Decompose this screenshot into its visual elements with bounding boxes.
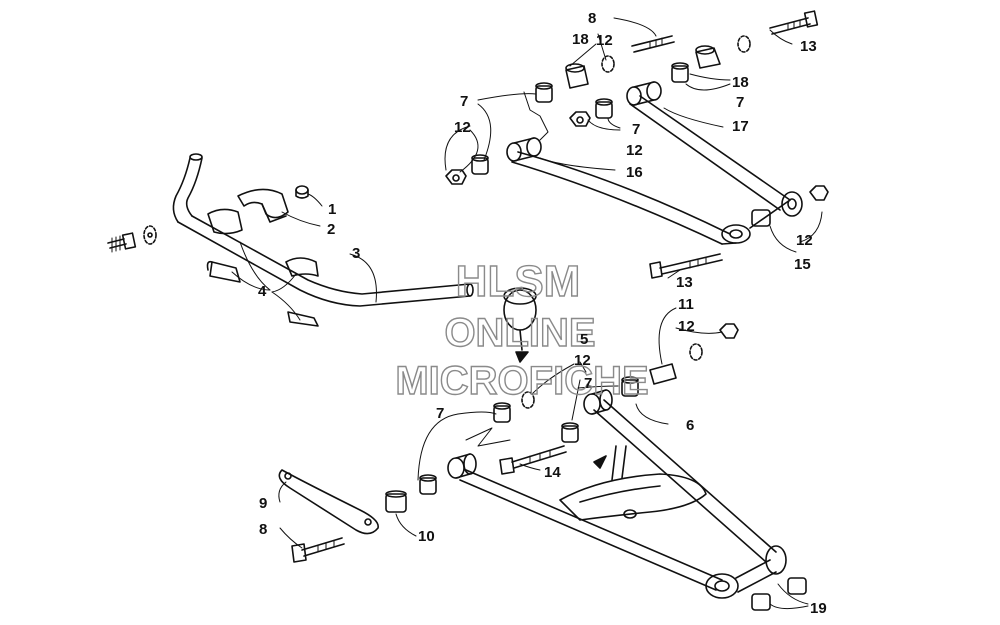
callout-label: 12	[796, 232, 813, 249]
watermark-line2: ONLINE	[444, 311, 595, 355]
callout-label: 10	[418, 528, 435, 545]
callout-label: 8	[259, 521, 267, 538]
callout-label: 6	[686, 417, 694, 434]
callout-label: 7	[460, 93, 468, 110]
callout-label: 7	[436, 405, 444, 422]
upper-a-arm	[506, 81, 803, 245]
left-leaders	[231, 193, 377, 321]
watermark-line1: HLSM	[456, 257, 581, 306]
callout-label: 4	[258, 283, 267, 300]
callout-label: 12	[454, 119, 471, 136]
callout-label: 1	[328, 201, 336, 218]
bar-bushings	[206, 208, 319, 327]
callout-label: 9	[259, 495, 267, 512]
callout-label: 13	[676, 274, 693, 291]
callout-label: 17	[732, 118, 749, 135]
callout-label: 13	[800, 38, 817, 55]
bar-bracket	[237, 185, 309, 223]
upper-leaders	[444, 17, 823, 279]
callout-label: 2	[327, 221, 335, 238]
callout-label: 18	[732, 74, 749, 91]
callout-label: 14	[544, 464, 561, 481]
callout-label: 19	[810, 600, 827, 617]
callout-label: 15	[794, 256, 811, 273]
upper-washers	[521, 35, 751, 409]
callout-label: 7	[632, 121, 640, 138]
callout-label: 7	[584, 375, 592, 392]
stabilizer-bar	[172, 153, 474, 307]
callout-label: 3	[352, 245, 360, 262]
callout-label: 12	[626, 142, 643, 159]
upper-bolts	[631, 10, 819, 279]
watermark: HLSM ONLINE MICROFICHE	[395, 256, 650, 403]
lower-leaders	[278, 307, 809, 610]
callout-label: 12	[574, 352, 591, 369]
callout-label: 12	[596, 32, 613, 49]
upper-nuts	[445, 111, 829, 339]
lower-bushings	[385, 363, 807, 611]
watermark-line3: MICROFICHE	[395, 359, 648, 403]
lower-a-arm	[447, 389, 787, 599]
callout-label: 7	[736, 94, 744, 111]
stabilizer-link	[503, 287, 537, 363]
lower-bolts	[278, 445, 567, 563]
callout-label: 5	[580, 331, 588, 348]
bar-end-bolt	[107, 225, 157, 253]
callout-label: 16	[626, 164, 643, 181]
callout-label: 11	[678, 296, 694, 313]
callout-label: 18	[572, 31, 589, 48]
upper-sleeves	[565, 45, 721, 89]
callouts: 1 2 3 4 5 6 7 7 7 7 7 8 8 9 10 11 12 12 …	[258, 10, 827, 617]
callout-label: 8	[588, 10, 596, 27]
callout-label: 12	[678, 318, 695, 335]
